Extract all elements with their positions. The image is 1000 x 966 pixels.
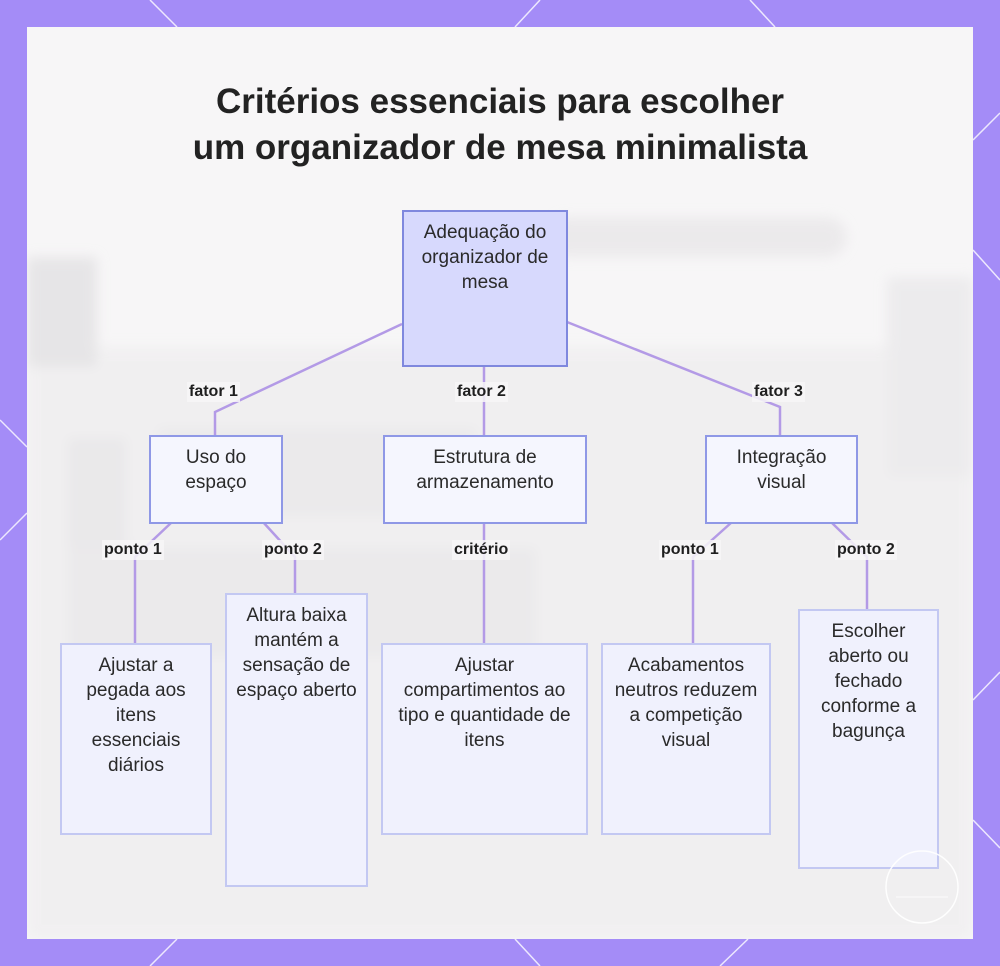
root-node: Adequação do organizador de mesa xyxy=(402,210,568,367)
diagram-panel: Critérios essenciais para escolher um or… xyxy=(27,27,973,939)
leaf-node-label: Altura baixa mantém a sensação de espaço… xyxy=(227,603,366,703)
root-node-label: Adequação do organizador de mesa xyxy=(404,220,566,295)
watermark-seal xyxy=(882,847,962,927)
edge-label-b3-ponto-1: ponto 1 xyxy=(659,540,721,560)
leaf-node-label: Ajustar compartimentos ao tipo e quantid… xyxy=(383,653,586,753)
edge-label-b3-ponto-2: ponto 2 xyxy=(835,540,897,560)
edge-label-fator-2: fator 2 xyxy=(455,382,508,402)
leaf-node-altura: Altura baixa mantém a sensação de espaço… xyxy=(225,593,368,887)
branch-node-integracao: Integração visual xyxy=(705,435,858,524)
branch-node-label: Estrutura de armazenamento xyxy=(385,445,585,495)
branch-node-estrutura: Estrutura de armazenamento xyxy=(383,435,587,524)
leaf-node-compartimentos: Ajustar compartimentos ao tipo e quantid… xyxy=(381,643,588,835)
edge-branch-3-leaf-2 xyxy=(831,522,867,609)
edge-label-b2-criterio: critério xyxy=(452,540,510,560)
leaf-node-label: Escolher aberto ou fechado conforme a ba… xyxy=(800,619,937,744)
branch-node-label: Integração visual xyxy=(707,445,856,495)
edge-label-b1-ponto-1: ponto 1 xyxy=(102,540,164,560)
edge-label-fator-3: fator 3 xyxy=(752,382,805,402)
edge-root-branch-1 xyxy=(215,324,402,435)
leaf-node-acabamentos: Acabamentos neutros reduzem a competição… xyxy=(601,643,771,835)
leaf-node-pegada: Ajustar a pegada aos itens essenciais di… xyxy=(60,643,212,835)
edge-label-b1-ponto-2: ponto 2 xyxy=(262,540,324,560)
edge-root-branch-3 xyxy=(567,322,780,435)
branch-node-uso-do-espaco: Uso do espaço xyxy=(149,435,283,524)
branch-node-label: Uso do espaço xyxy=(151,445,281,495)
edge-label-fator-1: fator 1 xyxy=(187,382,240,402)
leaf-node-aberto-fechado: Escolher aberto ou fechado conforme a ba… xyxy=(798,609,939,869)
leaf-node-label: Ajustar a pegada aos itens essenciais di… xyxy=(62,653,210,778)
leaf-node-label: Acabamentos neutros reduzem a competição… xyxy=(603,653,769,753)
